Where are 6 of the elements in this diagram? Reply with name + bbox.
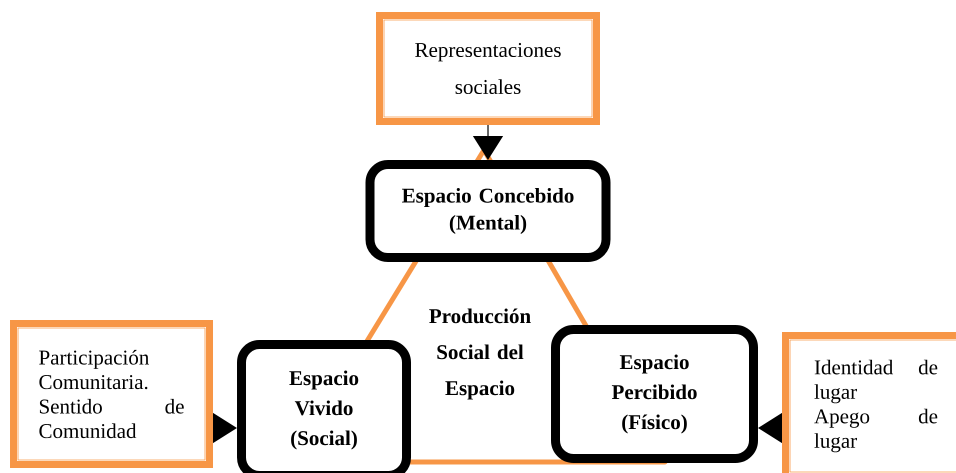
rounded-box: Espacio Vivido (Social) — [237, 340, 411, 473]
text-box: Identidad de lugar Apego de lugar — [782, 332, 956, 473]
text-box: Participación Comunitaria. Sentido de Comunidad — [10, 320, 213, 468]
rounded-box: Espacio Percibido (Físico) — [551, 325, 758, 463]
rounded-box: Espacio Concebido (Mental) — [366, 160, 610, 262]
text-box: Representaciones sociales — [376, 12, 600, 125]
